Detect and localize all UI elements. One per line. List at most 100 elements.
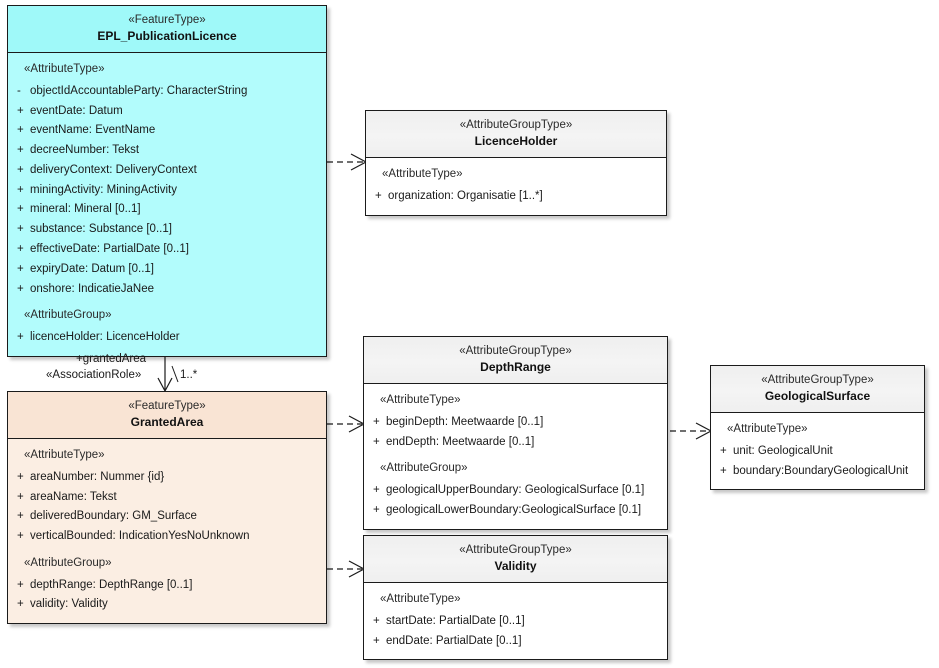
attribute-row: + depthRange: DepthRange [0..1] — [8, 576, 326, 596]
class-box-geological-surface[interactable]: «AttributeGroupType» GeologicalSurface «… — [710, 365, 925, 491]
attribute-text: eventDate: Datum — [30, 104, 123, 117]
attribute-row: - objectIdAccountableParty: CharacterStr… — [8, 82, 326, 102]
class-body-depth-range: «AttributeType» + beginDepth: Meetwaarde… — [364, 384, 667, 529]
section-spacer — [8, 547, 326, 554]
class-body-epl-publication-licence: «AttributeType» - objectIdAccountablePar… — [8, 53, 326, 356]
attribute-row: + endDepth: Meetwaarde [0..1] — [364, 433, 667, 453]
attribute-text: substance: Substance [0..1] — [30, 223, 172, 236]
class-stereotype: «AttributeGroupType» — [459, 544, 572, 556]
class-body-licence-holder: «AttributeType» + organization: Organisa… — [366, 158, 666, 215]
class-box-licence-holder[interactable]: «AttributeGroupType» LicenceHolder «Attr… — [365, 110, 667, 216]
connector-depthrange-to-geologicalsurface — [670, 422, 713, 440]
attribute-text: startDate: PartialDate [0..1] — [386, 614, 525, 627]
class-name: GrantedArea — [130, 414, 204, 429]
attribute-row: + effectiveDate: PartialDate [0..1] — [8, 240, 326, 260]
visibility-marker: + — [373, 634, 380, 647]
visibility-marker: + — [373, 503, 380, 516]
class-stereotype: «AttributeGroupType» — [761, 374, 874, 386]
visibility-marker: + — [373, 415, 380, 428]
attribute-text: endDate: PartialDate [0..1] — [386, 634, 522, 647]
attribute-row: + miningActivity: MiningActivity — [8, 181, 326, 201]
attribute-row: + boundary:BoundaryGeologicalUnit — [711, 462, 924, 482]
visibility-marker: + — [17, 470, 24, 483]
attribute-row: + onshore: IndicatieJaNee — [8, 280, 326, 300]
connector-grantedarea-to-validity — [327, 560, 366, 578]
attribute-row: + endDate: PartialDate [0..1] — [364, 632, 667, 652]
class-header-geological-surface: «AttributeGroupType» GeologicalSurface — [711, 366, 924, 414]
attribute-text: verticalBounded: IndicationYesNoUnknown — [30, 530, 250, 543]
association-stereotype: «AssociationRole» — [46, 369, 142, 381]
attribute-row: + beginDepth: Meetwaarde [0..1] — [364, 413, 667, 433]
attribute-text: beginDepth: Meetwaarde [0..1] — [386, 415, 544, 428]
attribute-group-label: «AttributeGroup» — [24, 556, 112, 569]
attribute-row: + eventName: EventName — [8, 121, 326, 141]
attribute-text: organization: Organisatie [1..*] — [388, 189, 543, 202]
attribute-row: + decreeNumber: Tekst — [8, 141, 326, 161]
attribute-group-label: «AttributeGroup» — [24, 309, 112, 322]
class-header-licence-holder: «AttributeGroupType» LicenceHolder — [366, 111, 666, 159]
visibility-marker: + — [17, 282, 24, 295]
attribute-row: + organization: Organisatie [1..*] — [366, 187, 666, 207]
connector-grantedarea-to-depthrange — [327, 415, 366, 433]
visibility-marker: + — [17, 183, 24, 196]
attribute-group-label: «AttributeType» — [24, 63, 105, 76]
attribute-group-label: «AttributeGroup» — [380, 462, 468, 475]
class-name: LicenceHolder — [474, 133, 558, 148]
visibility-marker: + — [373, 614, 380, 627]
visibility-marker: + — [17, 144, 24, 157]
attribute-text: unit: GeologicalUnit — [733, 444, 833, 457]
attribute-text: objectIdAccountableParty: CharacterStrin… — [30, 84, 248, 97]
attribute-group-label: «AttributeType» — [380, 394, 461, 407]
visibility-marker: + — [720, 464, 727, 477]
class-box-depth-range[interactable]: «AttributeGroupType» DepthRange «Attribu… — [363, 336, 668, 530]
class-stereotype: «FeatureType» — [128, 400, 206, 412]
attribute-row: + geologicalLowerBoundary:GeologicalSurf… — [364, 501, 667, 521]
association-multiplicity: 1..* — [180, 369, 198, 381]
attribute-row: + startDate: PartialDate [0..1] — [364, 612, 667, 632]
attribute-text: boundary:BoundaryGeologicalUnit — [733, 464, 909, 477]
attribute-text: expiryDate: Datum [0..1] — [30, 262, 154, 275]
attribute-text: licenceHolder: LicenceHolder — [30, 331, 180, 344]
section-spacer — [364, 452, 667, 459]
visibility-marker: + — [375, 189, 382, 202]
attribute-row: + deliveryContext: DeliveryContext — [8, 161, 326, 181]
attribute-row: + substance: Substance [0..1] — [8, 220, 326, 240]
attribute-group-label: «AttributeType» — [380, 593, 461, 606]
class-body-validity: «AttributeType» + startDate: PartialDate… — [364, 583, 667, 659]
attribute-row: + verticalBounded: IndicationYesNoUnknow… — [8, 527, 326, 547]
attribute-text: geologicalUpperBoundary: GeologicalSurfa… — [386, 484, 645, 497]
visibility-marker: + — [17, 104, 24, 117]
visibility-marker: + — [17, 262, 24, 275]
association-multiplicity-tick — [171, 365, 179, 383]
attribute-text: mineral: Mineral [0..1] — [30, 203, 141, 216]
visibility-marker: + — [17, 510, 24, 523]
attribute-text: areaName: Tekst — [30, 490, 117, 503]
class-header-epl-publication-licence: «FeatureType» EPL_PublicationLicence — [8, 6, 326, 54]
attribute-group-label: «AttributeType» — [382, 168, 463, 181]
attribute-row: + validity: Validity — [8, 595, 326, 615]
class-header-granted-area: «FeatureType» GrantedArea — [8, 392, 326, 440]
visibility-marker: + — [17, 203, 24, 216]
attribute-text: geologicalLowerBoundary:GeologicalSurfac… — [386, 503, 642, 516]
attribute-row: + unit: GeologicalUnit — [711, 442, 924, 462]
visibility-marker: + — [720, 444, 727, 457]
class-name: DepthRange — [480, 359, 551, 374]
attribute-text: deliveredBoundary: GM_Surface — [30, 510, 197, 523]
visibility-marker: + — [17, 223, 24, 236]
visibility-marker: + — [17, 530, 24, 543]
class-body-geological-surface: «AttributeType» + unit: GeologicalUnit +… — [711, 413, 924, 489]
class-box-epl-publication-licence[interactable]: «FeatureType» EPL_PublicationLicence «At… — [7, 5, 327, 357]
class-stereotype: «FeatureType» — [128, 14, 206, 26]
association-role-name: +grantedArea — [76, 353, 147, 365]
class-box-granted-area[interactable]: «FeatureType» GrantedArea «AttributeType… — [7, 391, 327, 625]
attribute-row: + licenceHolder: LicenceHolder — [8, 328, 326, 348]
class-stereotype: «AttributeGroupType» — [459, 119, 573, 131]
attribute-text: onshore: IndicatieJaNee — [30, 282, 155, 295]
class-name: Validity — [494, 558, 537, 573]
class-body-granted-area: «AttributeType» + areaNumber: Nummer {id… — [8, 439, 326, 623]
class-box-validity[interactable]: «AttributeGroupType» Validity «Attribute… — [363, 535, 668, 661]
visibility-marker: + — [17, 490, 24, 503]
attribute-row: + mineral: Mineral [0..1] — [8, 200, 326, 220]
attribute-row: + deliveredBoundary: GM_Surface — [8, 507, 326, 527]
